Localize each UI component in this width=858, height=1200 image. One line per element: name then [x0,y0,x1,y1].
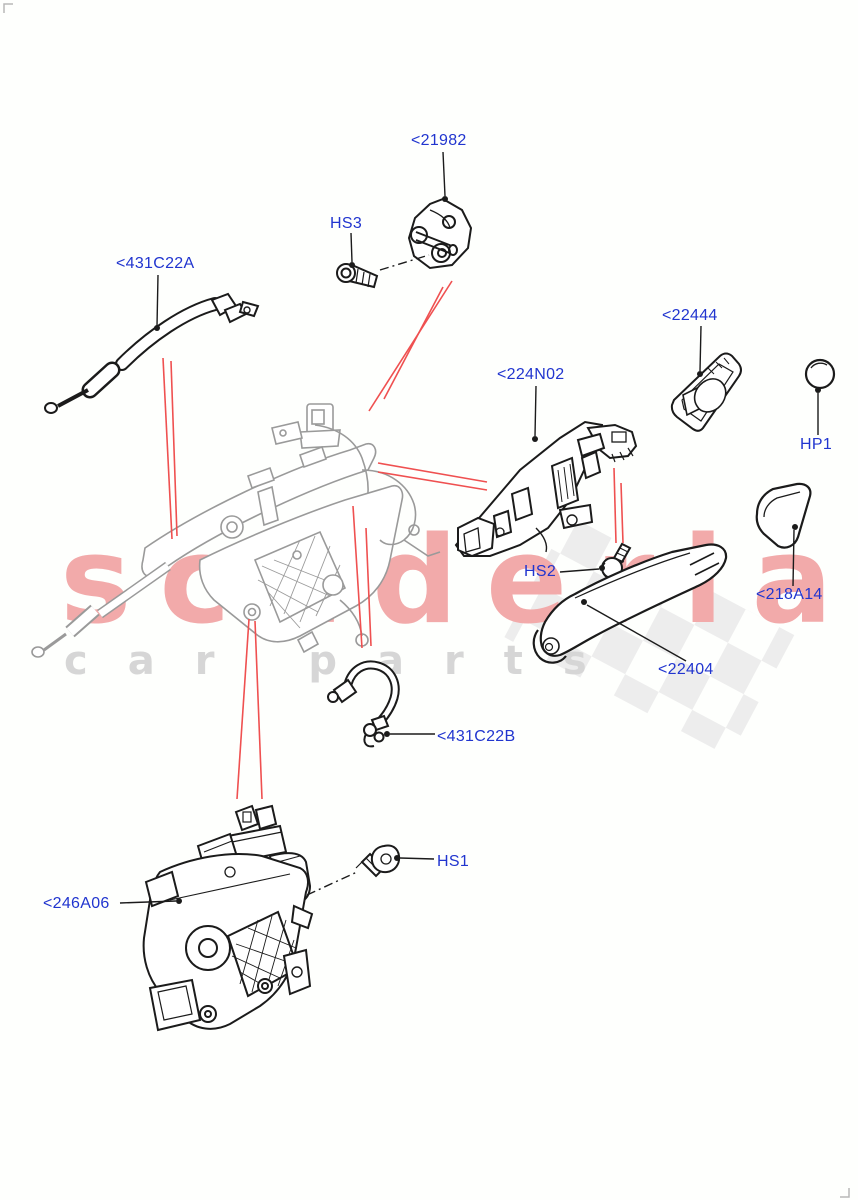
part-label-246a06[interactable]: <246A06 [43,895,110,912]
handle-cap-218a14-drawing [755,482,812,549]
part-label-224n02[interactable]: <224N02 [497,366,565,383]
leader-dots [154,196,821,904]
part-label-hs1[interactable]: HS1 [437,853,470,870]
part-label-431c22b[interactable]: <431C22B [437,728,516,745]
label-leader-lines [119,151,819,904]
bolt-hs3-drawing [336,263,379,289]
escutcheon-22444-drawing [670,352,742,432]
corner-mark-bottom-right [840,1188,850,1198]
part-label-hs2[interactable]: HS2 [524,563,557,580]
watermark-subtext: car parts [64,638,627,684]
part-label-218a14[interactable]: <218A14 [756,586,823,603]
cable-431c22a-drawing [44,292,260,414]
bolt-hs1-drawing [355,844,401,878]
plug-hp1-drawing [804,358,836,390]
latch-assembly-reference-drawing [31,403,441,658]
door-latch-246a06-drawing [142,804,314,1032]
part-label-22444[interactable]: <22444 [662,307,718,324]
checkered-flag-watermark [504,515,795,757]
corner-mark-top-left [3,3,13,13]
cable-431c22b-drawing [327,660,400,748]
red-locator-lines [162,280,624,800]
handle-bracket-224n02-drawing [454,420,638,558]
striker-drawing [407,197,473,270]
door-handle-22404-drawing [532,543,728,664]
part-label-431c22a[interactable]: <431C22A [116,255,195,272]
part-label-hp1[interactable]: HP1 [800,436,833,453]
part-label-hs3[interactable]: HS3 [330,215,363,232]
part-label-22404[interactable]: <22404 [658,661,714,678]
part-label-21982[interactable]: <21982 [411,132,467,149]
